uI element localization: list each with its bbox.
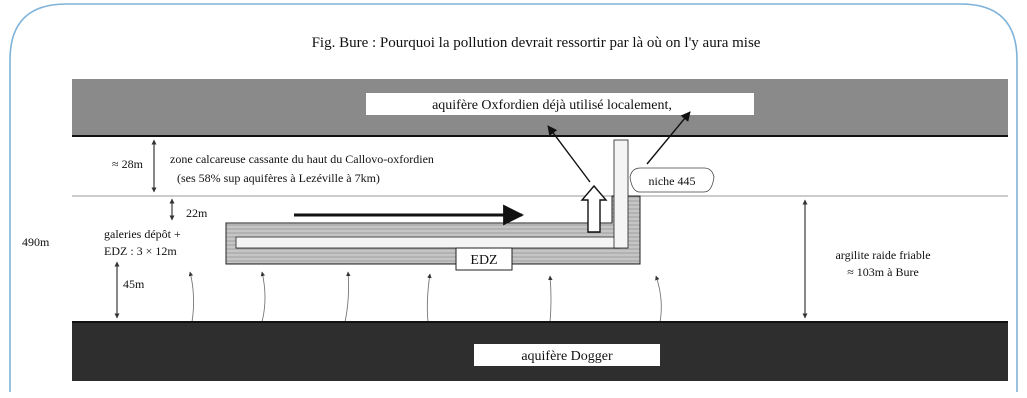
frame-border [9, 3, 1018, 392]
claystone-label-line2: ≈ 103m à Bure [847, 265, 919, 279]
gap-below-label: 45m [123, 277, 145, 291]
seepage-arrows [188, 271, 662, 323]
galleries-label-line2: EDZ : 3 × 12m [104, 244, 177, 258]
total-depth-label: 490m [22, 235, 50, 249]
limestone-desc-line2: (ses 58% sup aquifères à Lezéville à 7km… [177, 171, 380, 185]
niche-label: niche 445 [649, 174, 696, 188]
oxfordien-aquifer-label: aquifère Oxfordien déjà utilisé localeme… [432, 98, 672, 113]
niche-label-outline [629, 167, 715, 193]
dogger-label-box [474, 344, 660, 366]
dogger-aquifer-label: aquifère Dogger [521, 349, 613, 364]
repository-galleries [225, 139, 641, 265]
galleries-label-line1: galeries dépôt + [104, 227, 181, 241]
figure-title: Fig. Bure : Pourquoi la pollution devrai… [312, 35, 761, 51]
edz-label-box [455, 247, 513, 271]
claystone-label-line1: argilite raide friable [835, 248, 930, 262]
flow-arrow-up-shaft [580, 184, 608, 233]
limestone-desc-line1: zone calcareuse cassante du haut du Call… [170, 152, 434, 166]
oxfordien-label-box [366, 93, 754, 115]
arrow-to-aquifer-left [547, 125, 591, 183]
arrow-to-aquifer-right [646, 111, 691, 165]
edz-label: EDZ [470, 253, 497, 268]
gap-above-label: 22m [186, 206, 208, 220]
limestone-thickness-label: ≈ 28m [112, 157, 144, 171]
